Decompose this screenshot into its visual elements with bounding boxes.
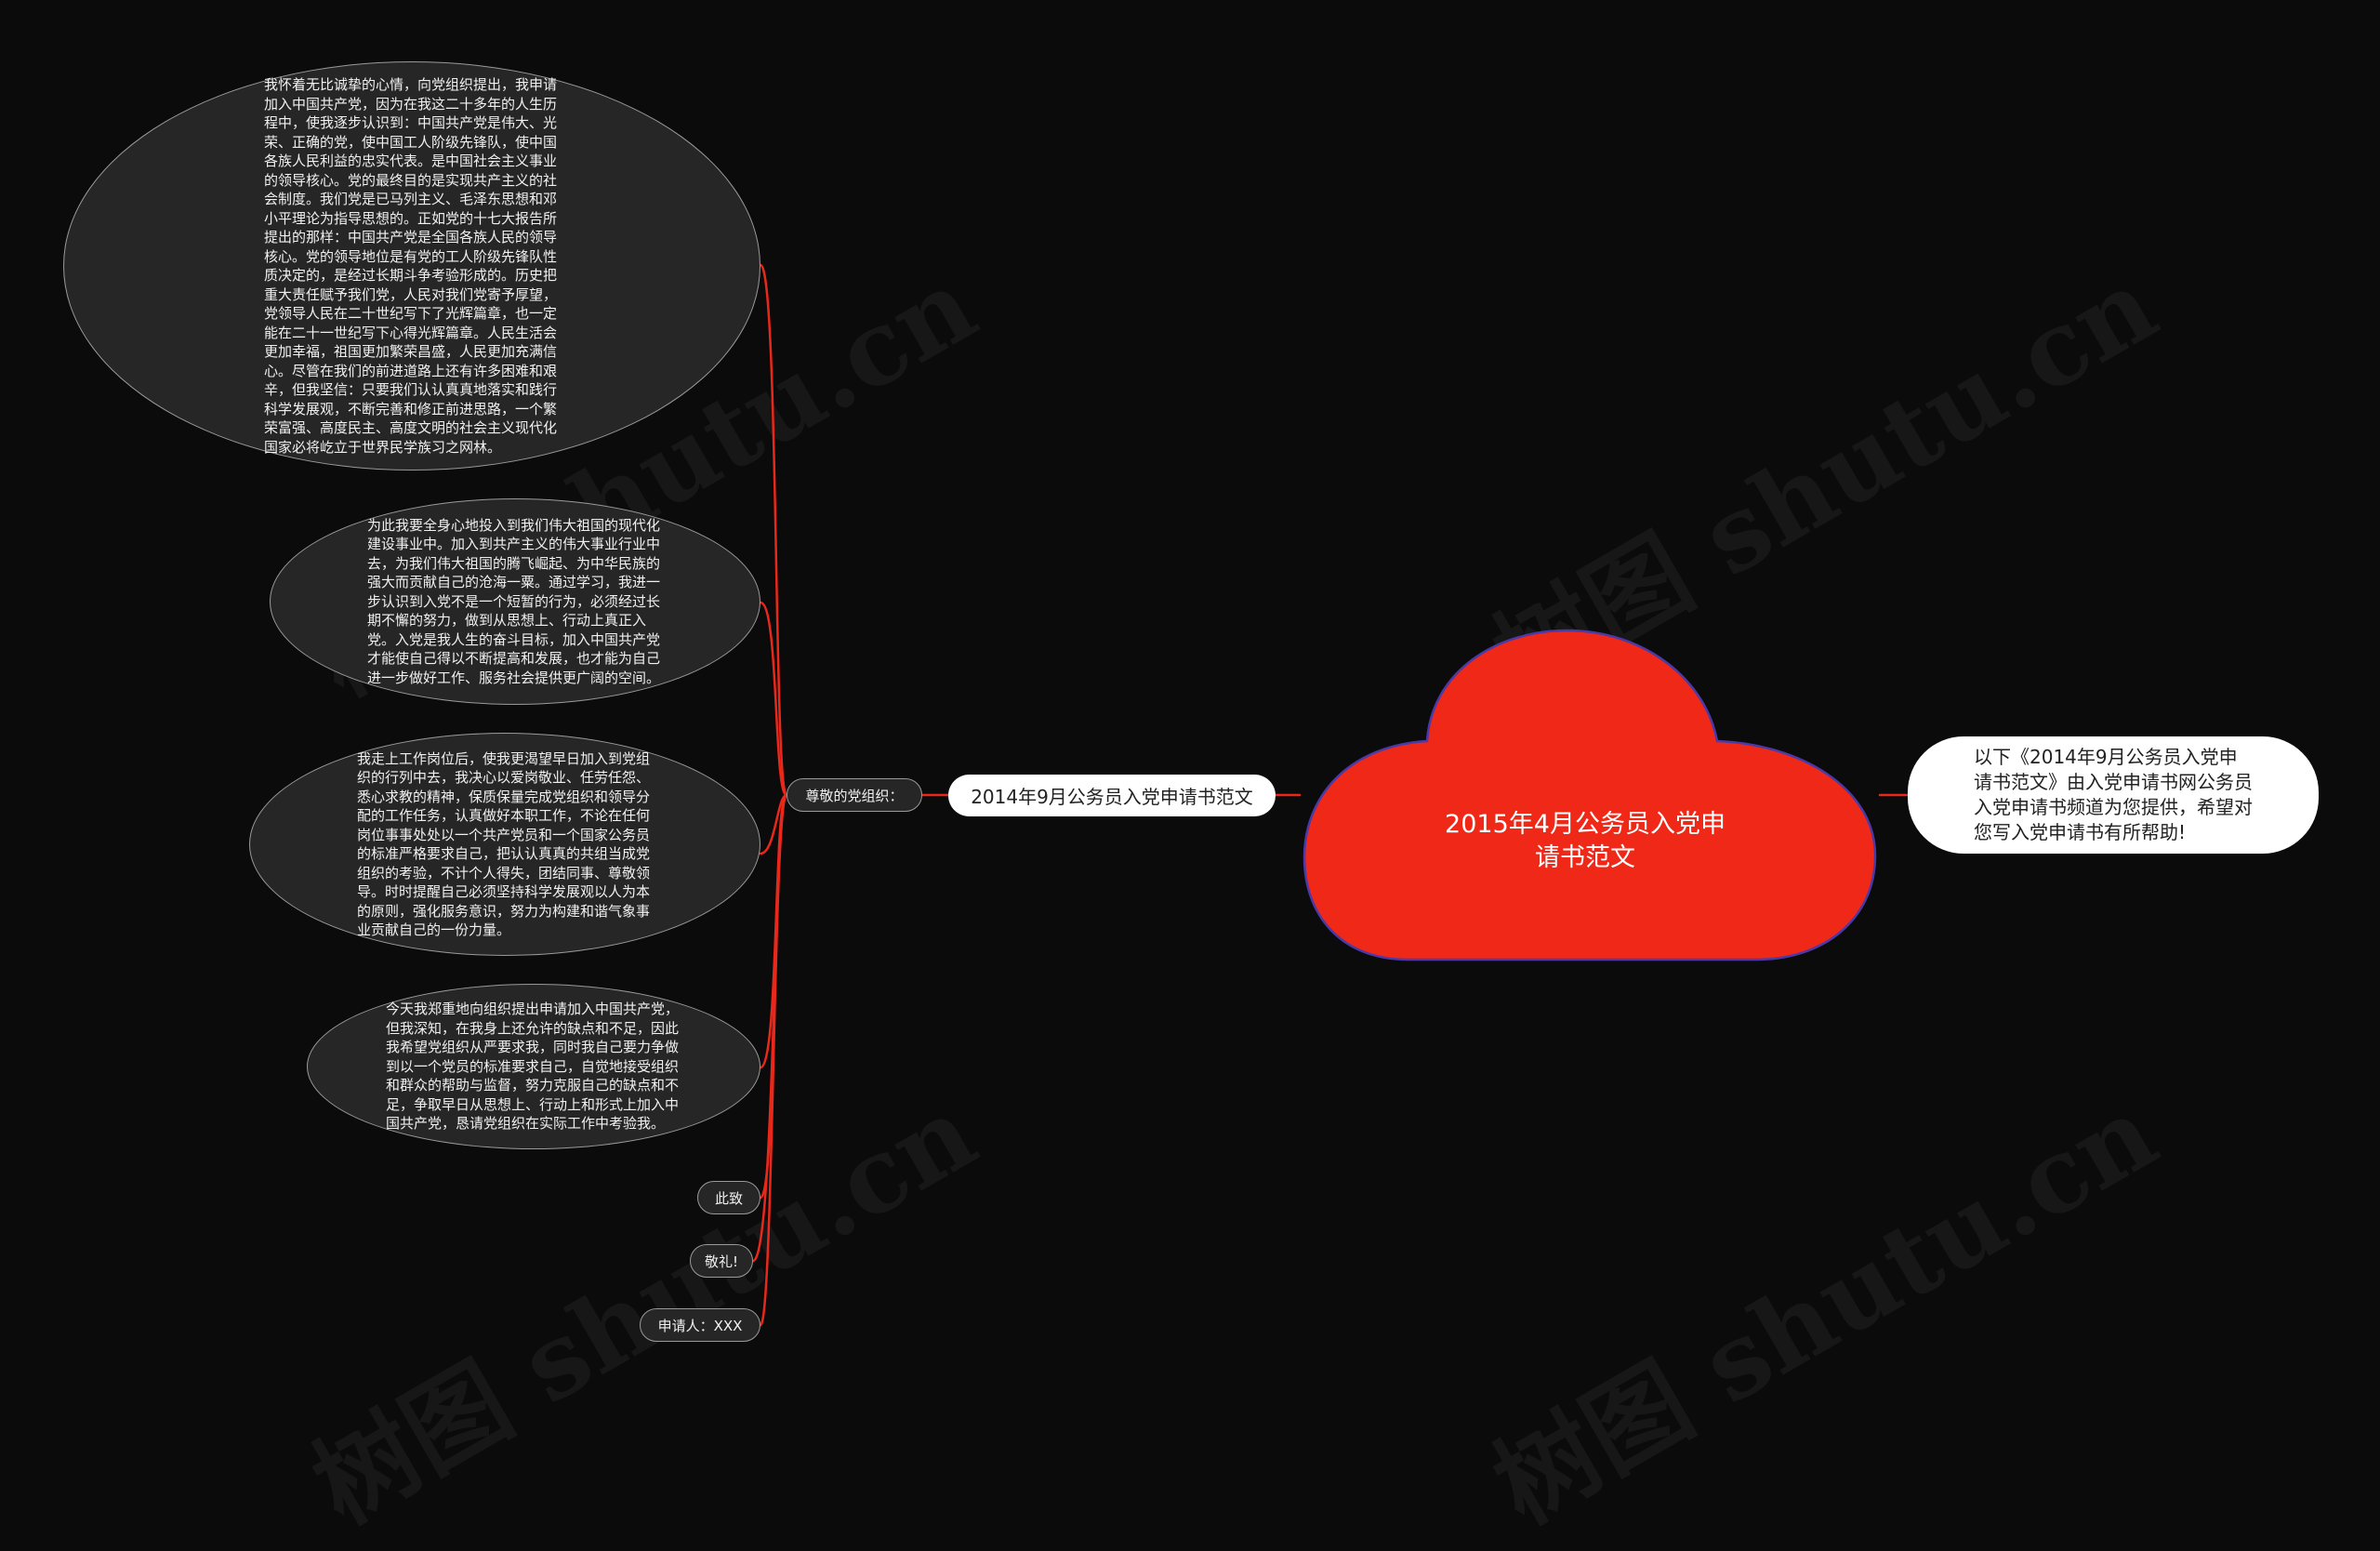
salutation-node[interactable]: 尊敬的党组织： [787, 778, 922, 812]
link-salutation-closing3 [759, 793, 788, 1327]
mind-map-canvas: 树图 shutu.cn 树图 shutu.cn 树图 shutu.cn 树图 s… [63, 61, 2319, 1546]
closing-node-jingli[interactable]: 敬礼! [690, 1244, 753, 1278]
central-cloud-shape[interactable] [1297, 625, 1883, 964]
paragraph-text: 我走上工作岗位后，使我更渴望早日加入到党组织的行列中去，我决心以爱岗敬业、任劳任… [357, 749, 651, 939]
paragraph-text: 今天我郑重地向组织提出申请加入中国共产党，但我深知，在我身上还允许的缺点和不足，… [386, 1001, 680, 1133]
info-note-text: 以下《2014年9月公务员入党申请书范文》由入党申请书网公务员入党申请书频道为您… [1974, 746, 2253, 843]
paragraph-node-2[interactable]: 为此我要全身心地投入到我们伟大祖国的现代化建设事业中。加入到共产主义的伟大事业行… [270, 498, 760, 705]
closing-node-cizhi[interactable]: 此致 [697, 1181, 760, 1214]
closing-node-applicant[interactable]: 申请人：XXX [640, 1308, 760, 1342]
paragraph-node-1[interactable]: 我怀着无比诚挚的心情，向党组织提出，我申请加入中国共产党，因为在我这二十多年的人… [63, 61, 760, 471]
link-salutation-para2 [759, 601, 788, 797]
paragraph-text: 我怀着无比诚挚的心情，向党组织提出，我申请加入中国共产党，因为在我这二十多年的人… [264, 76, 558, 456]
connector-lines [751, 263, 1910, 1327]
subtopic-node[interactable]: 2014年9月公务员入党申请书范文 [948, 775, 1276, 816]
paragraph-node-3[interactable]: 我走上工作岗位后，使我更渴望早日加入到党组织的行列中去，我决心以爱岗敬业、任劳任… [249, 733, 760, 956]
link-salutation-para1 [759, 263, 788, 797]
info-note[interactable]: 以下《2014年9月公务员入党申请书范文》由入党申请书网公务员入党申请书频道为您… [1908, 736, 2319, 854]
paragraph-node-4[interactable]: 今天我郑重地向组织提出申请加入中国共产党，但我深知，在我身上还允许的缺点和不足，… [307, 984, 760, 1149]
paragraph-text: 为此我要全身心地投入到我们伟大祖国的现代化建设事业中。加入到共产主义的伟大事业行… [367, 516, 661, 686]
central-topic-title[interactable]: 2015年4月公务员入党申请书范文 [1445, 810, 1726, 872]
